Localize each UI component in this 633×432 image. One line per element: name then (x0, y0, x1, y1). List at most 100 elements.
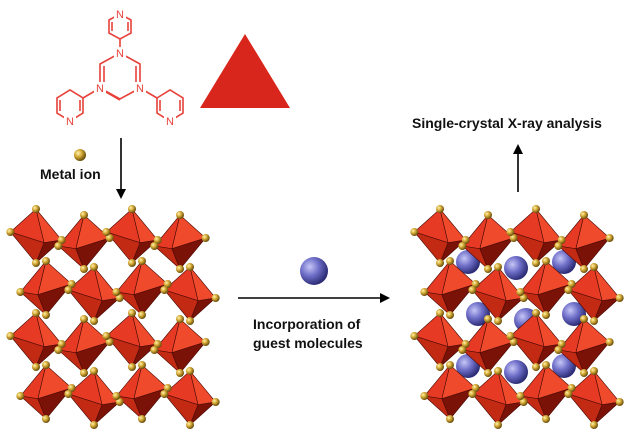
octahedron (567, 266, 621, 322)
metal-node (112, 288, 121, 296)
octahedron-face (75, 237, 111, 270)
octahedron-face (35, 343, 63, 368)
octahedron (509, 208, 563, 264)
metal-node (468, 390, 477, 398)
metal-node (80, 265, 88, 273)
metal-node (542, 415, 550, 423)
pyridine-n-right: N (166, 116, 174, 128)
octahedron (519, 364, 573, 420)
metal-node (580, 369, 588, 377)
metal-node (16, 288, 25, 296)
octahedron-face (537, 387, 573, 420)
octahedron-face (479, 237, 515, 270)
metal-node (564, 286, 573, 294)
octahedron-face (75, 341, 111, 374)
metal-node (484, 369, 492, 377)
metal-node (509, 234, 518, 242)
metal-node (519, 294, 528, 302)
metal-node (436, 309, 444, 317)
octahedron-face (479, 341, 515, 374)
octahedron (153, 214, 207, 270)
octahedron-face (171, 341, 207, 374)
metal-node (64, 390, 73, 398)
metal-node (590, 263, 598, 271)
octahedron (557, 214, 611, 270)
metal-node (42, 311, 50, 319)
metal-node (176, 265, 184, 273)
metal-node (580, 211, 588, 219)
octahedron-face (133, 283, 169, 316)
metal-node (186, 317, 194, 325)
metal-node (458, 242, 467, 250)
octahedron-face (133, 387, 169, 420)
octahedron-face (171, 237, 207, 270)
metal-node (57, 340, 66, 348)
metal-node (410, 332, 419, 340)
metal-node (160, 286, 169, 294)
pyridine-n-left: N (66, 116, 74, 128)
metal-node (176, 315, 184, 323)
metal-node (615, 398, 624, 406)
metal-node (494, 421, 502, 429)
octahedron (67, 370, 121, 426)
metal-node (554, 242, 563, 250)
metal-node (471, 280, 480, 288)
gold-sphere-icon (74, 149, 86, 161)
metal-node (16, 392, 25, 400)
metal-node (67, 280, 76, 288)
metal-node (32, 363, 40, 371)
metal-node (6, 228, 15, 236)
metal-node (153, 340, 162, 348)
metal-node (67, 384, 76, 392)
ligand-atom-labels: N N N N N N (64, 8, 176, 128)
metal-node (128, 205, 136, 213)
octahedron-face (497, 297, 525, 322)
triazine-n-left: N (96, 83, 104, 95)
framework-left (6, 205, 220, 429)
octahedron-face (497, 401, 525, 426)
metal-node (461, 236, 470, 244)
octahedron (471, 266, 525, 322)
metal-node (80, 211, 88, 219)
metal-node (211, 398, 220, 406)
metal-node (186, 263, 194, 271)
blue-sphere-icon (300, 257, 328, 285)
guest-sphere (562, 302, 586, 326)
analysis-label: Single-crystal X-ray analysis (412, 115, 602, 131)
guest-sphere (504, 360, 528, 384)
metal-node (105, 338, 114, 346)
metal-node (461, 340, 470, 348)
metal-node (436, 259, 444, 267)
metal-node (6, 332, 15, 340)
metal-node (150, 242, 159, 250)
octahedron (519, 260, 573, 316)
octahedron-face (537, 283, 573, 316)
metal-node (186, 367, 194, 375)
metal-node (532, 363, 540, 371)
metal-node (42, 361, 50, 369)
octahedron (423, 260, 477, 316)
metal-node (468, 286, 477, 294)
metal-node (115, 294, 124, 302)
octahedron (57, 214, 111, 270)
metal-node (138, 311, 146, 319)
metal-node (211, 294, 220, 302)
metal-node (102, 332, 111, 340)
metal-node (605, 338, 614, 346)
octahedron (153, 318, 207, 374)
octahedron (413, 208, 467, 264)
octahedron-face (35, 239, 63, 264)
metal-node (509, 338, 518, 346)
metal-node (532, 205, 540, 213)
metal-node (590, 367, 598, 375)
metal-node (532, 309, 540, 317)
metal-node (494, 367, 502, 375)
octahedron-face (535, 343, 563, 368)
metal-node (138, 361, 146, 369)
metal-node (420, 288, 429, 296)
octahedron (67, 266, 121, 322)
metal-node (590, 317, 598, 325)
metal-node (42, 257, 50, 265)
metal-node (115, 398, 124, 406)
metal-node (494, 317, 502, 325)
